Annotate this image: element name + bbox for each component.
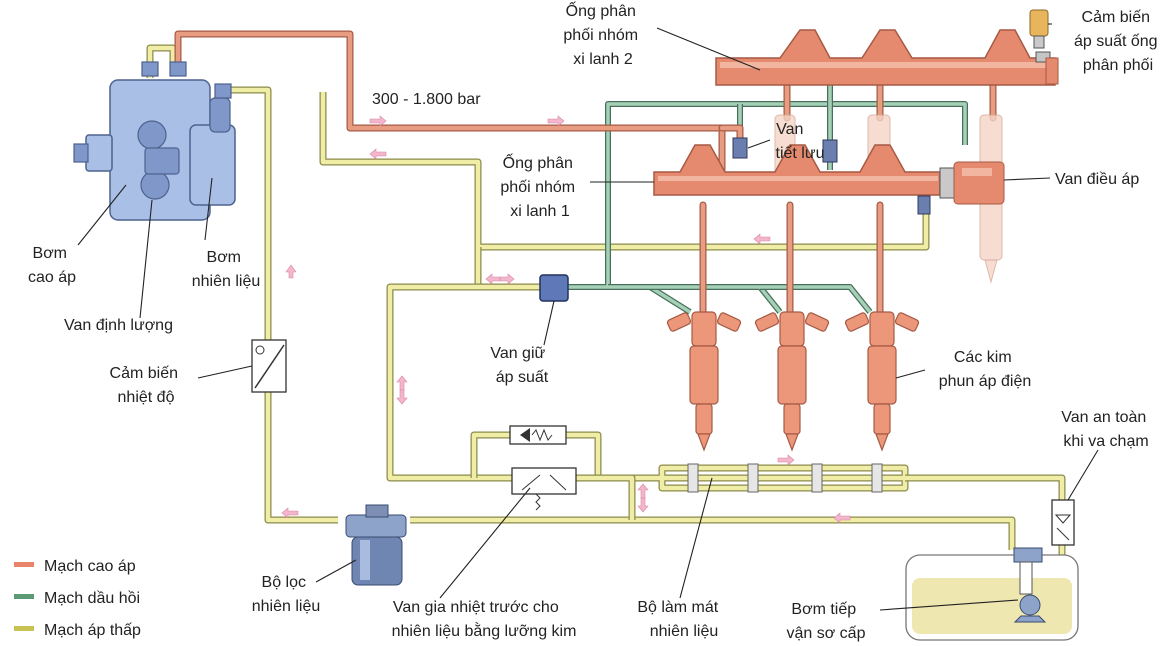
legend-swatch-return <box>14 594 34 599</box>
pressure-regulator-valve <box>939 161 1005 205</box>
label-throttle-valve: Van tiết lưu <box>776 121 825 162</box>
legend-label-return: Mạch dầu hồi <box>44 590 140 607</box>
legend-item-low-pressure: Mạch áp thấp <box>14 622 141 639</box>
crash-safety-valve <box>1051 499 1075 546</box>
temperature-sensor <box>251 339 287 393</box>
check-valve <box>509 425 567 445</box>
high-pressure-circuit <box>174 30 997 316</box>
label-fuel-pump: Bơm nhiên liệu <box>192 249 261 290</box>
label-metering-valve: Van định lượng <box>64 317 173 334</box>
return-circuit <box>568 85 968 315</box>
legend-item-return: Mạch dầu hồi <box>14 590 140 607</box>
fuel-rail-2 <box>715 29 1059 86</box>
injector-1 <box>666 311 742 452</box>
fuel-filter <box>345 504 407 586</box>
label-pressure-hold-valve: Van giữ áp suất <box>490 345 549 386</box>
legend: Mạch cao áp Mạch dầu hồi Mạch áp thấp <box>14 558 141 639</box>
label-safety-valve: Van an toàn khi va chạm <box>1061 409 1151 450</box>
rail-pressure-sensor <box>1029 9 1049 49</box>
labels: Ống phân phối nhóm xi lanh 2 Cảm biến áp… <box>28 0 1162 642</box>
label-hp-pump: Bơm cao áp <box>28 245 76 286</box>
fuel-cooler <box>687 463 883 493</box>
legend-label-low-pressure: Mạch áp thấp <box>44 622 141 639</box>
high-pressure-pump <box>73 61 236 221</box>
leader-lines <box>77 23 1099 611</box>
legend-swatch-low-pressure <box>14 626 34 631</box>
legend-label-high-pressure: Mạch cao áp <box>44 558 136 575</box>
label-temp-sensor: Cảm biến nhiệt độ <box>110 365 183 406</box>
injector-2 <box>754 311 830 452</box>
throttle-valves <box>732 137 931 215</box>
legend-swatch-high-pressure <box>14 562 34 567</box>
piezo-injectors <box>666 311 920 452</box>
label-fuel-cooler: Bộ làm mát nhiên liệu <box>637 599 722 640</box>
label-fuel-filter: Bộ lọc nhiên liệu <box>252 574 321 615</box>
pressure-hold-valve <box>539 274 569 302</box>
fuel-tank <box>905 547 1079 641</box>
label-preheat-valve: Van gia nhiệt trước cho nhiên liệu bằng … <box>392 599 577 640</box>
label-pressure-regulator: Van điều áp <box>1055 171 1139 188</box>
injector-3 <box>844 311 920 452</box>
legend-item-high-pressure: Mạch cao áp <box>14 558 136 575</box>
label-rail-pressure-sensor: Cảm biến áp suất ống phân phối <box>1074 9 1162 74</box>
label-injectors: Các kim phun áp điện <box>939 349 1032 390</box>
label-pressure-range: 300 - 1.800 bar <box>372 91 481 108</box>
label-rail1: Ống phân phối nhóm xi lanh 1 <box>500 152 579 220</box>
flow-arrows <box>281 115 851 524</box>
bimetal-preheat-valve <box>511 467 577 511</box>
label-rail2: Ống phân phối nhóm xi lanh 2 <box>563 0 642 68</box>
label-primary-pump: Bơm tiếp vận sơ cấp <box>787 601 866 642</box>
